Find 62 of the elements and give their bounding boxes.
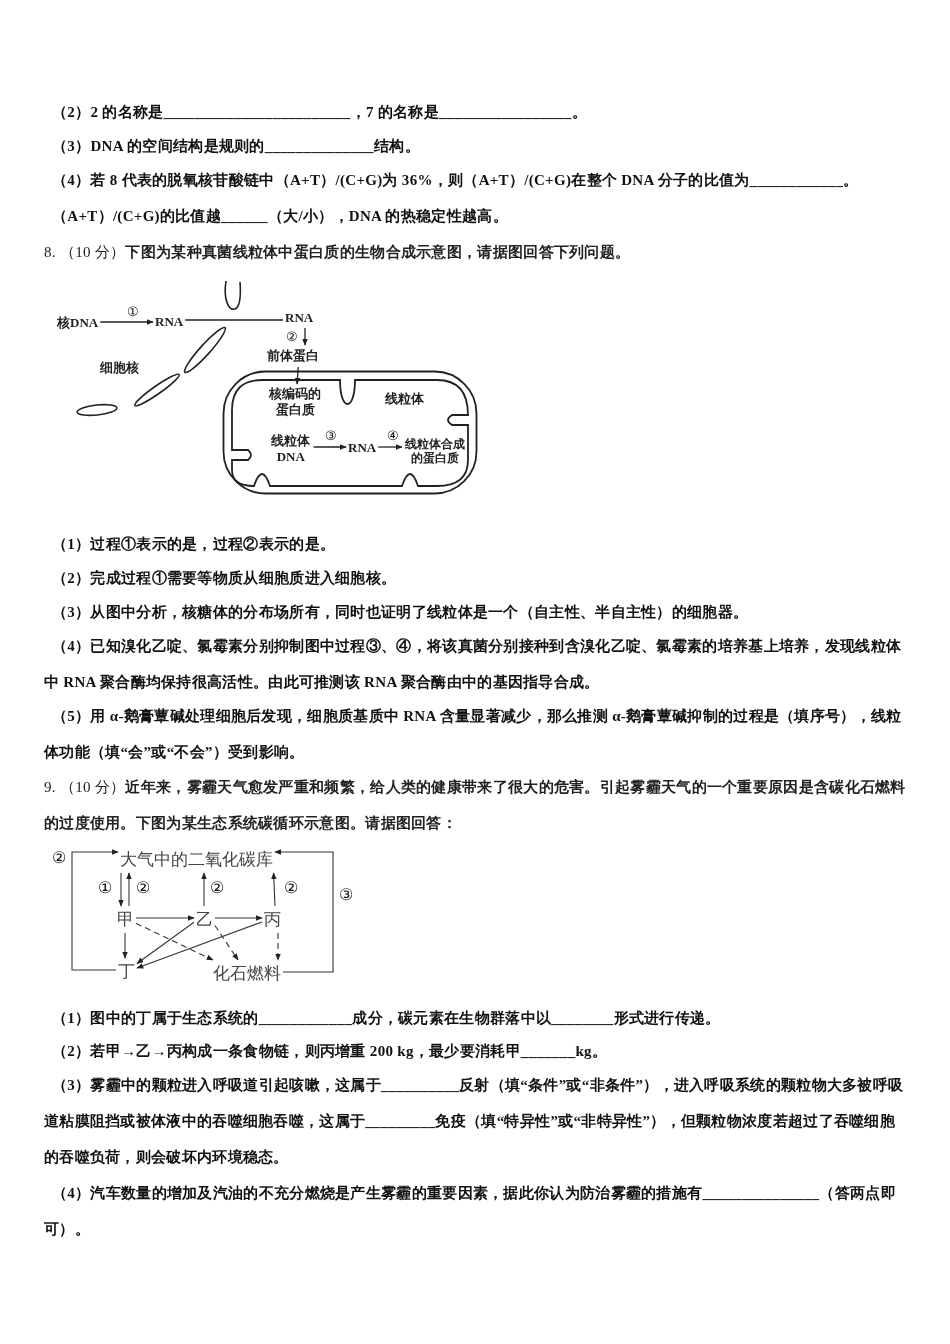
- edge-label: ①: [97, 880, 113, 896]
- edge-label: ②: [209, 880, 225, 896]
- arrow: [118, 872, 124, 907]
- question-text: （3）雾霾中的颗粒进入呼吸道引起咳嗽，这属于__________反射（填“条件”或“非条件”），进入呼吸系统的颗粒物大多被呼吸道粘膜阻挡或被体液中的吞噬细胞吞噬，这属于_________免疫（填“特异性”或“非特异性”），但颗粒物浓度若超过了吞噬细胞的吞噬负荷，则会破坏内环境稳态。: [44, 1076, 905, 1167]
- edge-label: ③: [338, 887, 354, 903]
- carbon-cycle-label: 甲: [117, 908, 134, 931]
- process-label: 线粒体合成的蛋白质: [404, 437, 466, 466]
- arrow: [294, 366, 301, 385]
- arrow: [122, 932, 128, 959]
- question-text: （2）若甲→乙→丙构成一条食物链，则丙增重 200 kg，最少要消耗甲_______kg。: [51, 1042, 609, 1061]
- arrow: [136, 921, 195, 965]
- question-text: （3）从图中分析，核糖体的分布场所有，同时也证明了线粒体是一个（自主性、半自主性）的细胞器。: [51, 603, 750, 622]
- connector-line: [184, 319, 284, 321]
- carbon-cycle-label: 乙: [196, 908, 213, 931]
- process-label: 核编码的蛋白质: [268, 386, 323, 418]
- edge-label: ②: [135, 880, 151, 896]
- arrow: [214, 915, 263, 921]
- arrow: [271, 872, 277, 907]
- question-text: （4）汽车数量的增加及汽油的不充分燃烧是产生雾霾的重要因素，据此你认为防治雾霾的措施有_______________（答两点即可）。: [44, 1184, 897, 1239]
- arrow: [99, 319, 154, 325]
- mitochondrion-drawing: [222, 370, 478, 495]
- arrow: [201, 872, 207, 907]
- arrow: [377, 444, 403, 450]
- question-text: （4）若 8 代表的脱氧核苷酸链中（A+T）/(C+G)为 36%，则（A+T）/(C+G)在整个 DNA 分子的比值为____________。: [51, 171, 860, 190]
- edge-label: ②: [283, 880, 299, 896]
- question-text: （5）用 α-鹅膏蕈碱处理细胞后发现，细胞质基质中 RNA 含量显著减少，那么推测 α-鹅膏蕈碱抑制的过程是（填序号），线粒体功能（填“会”或“不会”）受到影响。: [44, 707, 903, 762]
- carbon-cycle-label: 化石燃料: [213, 962, 281, 985]
- edge-label: ②: [51, 850, 67, 866]
- question-text: （4）已知溴化乙啶、氯霉素分别抑制图中过程③、④，将该真菌分别接种到含溴化乙啶、氯霉素的培养基上培养，发现线粒体中 RNA 聚合酶均保持很高活性。由此可推测该 RNA 聚合酶由中的基因指导合成。: [44, 637, 903, 692]
- question-text: （2）完成过程①需要等物质从细胞质进入细胞核。: [51, 569, 398, 588]
- process-label: 核DNA: [57, 314, 99, 332]
- edge-label: ④: [386, 428, 400, 442]
- arrow: [135, 915, 195, 921]
- part-label: 细胞核: [100, 359, 139, 377]
- process-label: RNA: [285, 310, 314, 326]
- arrow: [274, 849, 334, 973]
- question-text: 9. （10 分）近年来，雾霾天气愈发严重和频繁，给人类的健康带来了很大的危害。引起雾霾天气的一个重要原因是含碳化石燃料的过度使用。下图为某生态系统碳循环示意图。请据图回答：: [44, 778, 907, 833]
- edge-label: ③: [324, 428, 338, 442]
- process-label: 前体蛋白: [267, 347, 319, 365]
- question-text: （A+T）/(C+G)的比值越______（大/小），DNA 的热稳定性越高。: [51, 207, 509, 226]
- arrow: [71, 849, 119, 971]
- question-text: （1）图中的丁属于生态系统的____________成分，碳元素在生物群落中以________形式进行传递。: [51, 1009, 722, 1028]
- question-text: （3）DNA 的空间结构是规则的______________结构。: [51, 137, 421, 156]
- arrow: [312, 444, 347, 450]
- arrow: [126, 872, 132, 907]
- question-text: 8. （10 分）下图为某种真菌线粒体中蛋白质的生物合成示意图，请据图回答下列问题。: [44, 243, 632, 262]
- question-text: （2）2 的名称是________________________，7 的名称是_________________。: [51, 103, 588, 122]
- carbon-cycle-label: 丁: [118, 960, 135, 983]
- carbon-cycle-label: 大气中的二氧化碳库: [120, 848, 273, 871]
- arrow: [135, 922, 214, 961]
- arrow: [214, 924, 239, 961]
- question-text: （1）过程①表示的是，过程②表示的是。: [51, 535, 337, 554]
- organelle-label: 线粒体: [385, 390, 424, 408]
- carbon-cycle-label: 丙: [264, 908, 281, 931]
- process-label: 线粒体DNA: [270, 433, 312, 465]
- arrow: [136, 921, 263, 969]
- process-label: RNA: [348, 440, 377, 456]
- edge-label: ②: [285, 329, 299, 343]
- arrow: [275, 932, 281, 961]
- edge-label: ①: [126, 304, 140, 318]
- arrow: [302, 327, 308, 346]
- process-label: RNA: [155, 314, 184, 330]
